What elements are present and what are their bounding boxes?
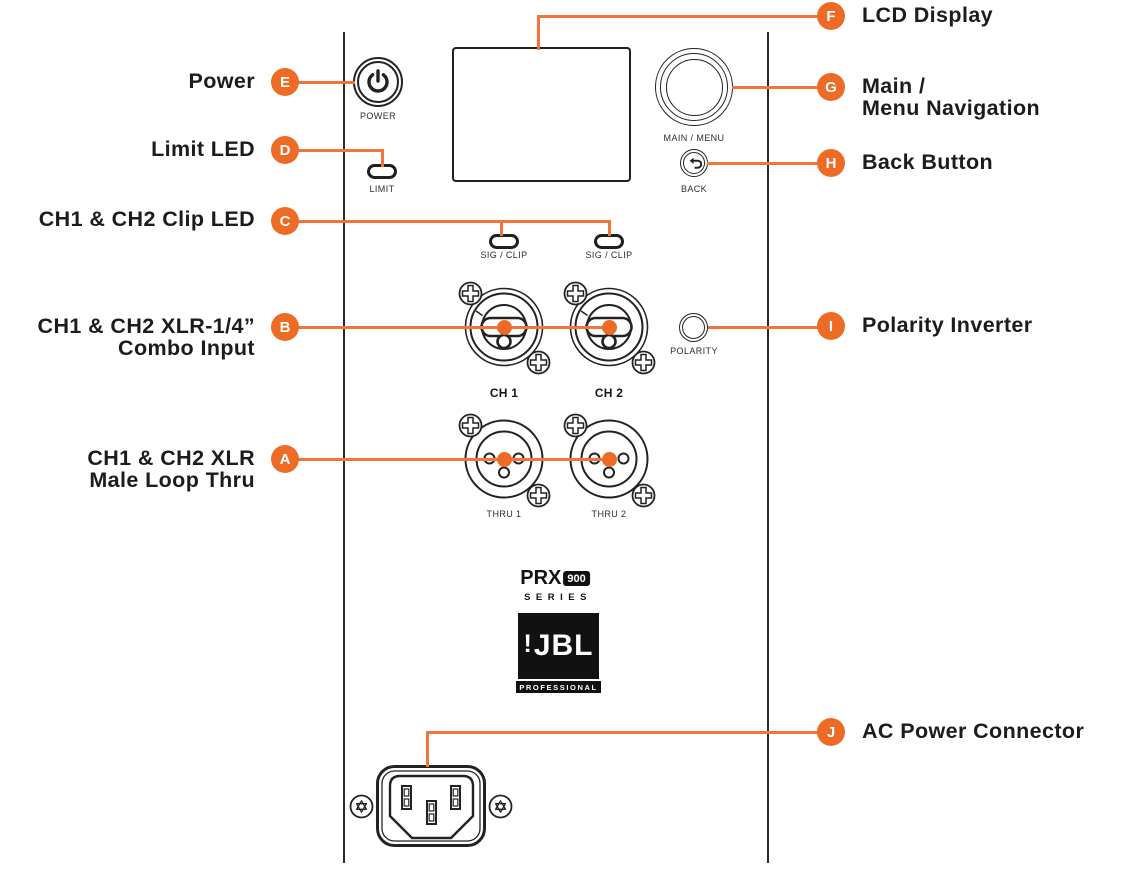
- label-main-menu-navigation: Main / Menu Navigation: [862, 74, 1041, 120]
- callout-badge-a: A: [271, 445, 299, 473]
- sig-clip-led-ch2: [594, 234, 624, 249]
- main-menu-caption: MAIN / MENU: [663, 133, 725, 143]
- callout-line-d: [298, 148, 384, 152]
- screw-icon: [526, 483, 551, 508]
- main-menu-knob: [655, 48, 733, 126]
- label-power: Power: [188, 69, 255, 93]
- polarity-caption: POLARITY: [670, 346, 718, 356]
- callout-line-b: [298, 325, 612, 329]
- combo-ch1-center-dot: [497, 320, 512, 335]
- jbl-logo: ! JBL: [518, 613, 599, 679]
- callout-line-d-drop: [380, 150, 384, 167]
- back-button: [680, 149, 708, 177]
- prx-series-text: SERIES: [524, 592, 592, 603]
- sig-clip-led-ch1: [489, 234, 519, 249]
- back-icon: [689, 157, 702, 169]
- prx900-series-logo: PRX 900 SERIES: [518, 567, 592, 603]
- label-lcd-display: LCD Display: [862, 3, 994, 27]
- callout-line-a: [298, 457, 612, 461]
- callout-badge-c: C: [271, 207, 299, 235]
- label-combo-input: CH1 & CH2 XLR-1/4” Combo Input: [37, 314, 255, 360]
- thru2-center-dot: [602, 452, 617, 467]
- callout-line-g: [732, 85, 818, 89]
- callout-badge-j: J: [817, 718, 845, 746]
- label-back-button: Back Button: [862, 150, 994, 174]
- screw-icon: [563, 281, 588, 306]
- callout-line-h: [707, 161, 818, 165]
- panel-left-edge: [343, 32, 345, 863]
- callout-badge-b: B: [271, 313, 299, 341]
- callout-badge-e: E: [271, 68, 299, 96]
- callout-line-c: [298, 219, 611, 223]
- ac-pins: [401, 785, 461, 825]
- torx-screw-icon: [349, 794, 374, 819]
- callout-badge-i: I: [817, 312, 845, 340]
- label-ac-power-connector: AC Power Connector: [862, 719, 1085, 743]
- jbl-professional-bar: PROFESSIONAL: [516, 681, 601, 693]
- power-icon: [367, 69, 389, 93]
- label-polarity-inverter: Polarity Inverter: [862, 313, 1033, 337]
- ch2-caption: CH 2: [594, 386, 624, 400]
- screw-icon: [526, 350, 551, 375]
- label-loop-thru: CH1 & CH2 XLR Male Loop Thru: [87, 446, 255, 492]
- thru2-caption: THRU 2: [591, 509, 627, 519]
- sig-clip-caption-ch1: SIG / CLIP: [480, 250, 528, 260]
- screw-icon: [631, 350, 656, 375]
- callout-badge-g: G: [817, 73, 845, 101]
- panel-right-edge: [767, 32, 769, 863]
- callout-line-f: [537, 14, 818, 18]
- screw-icon: [458, 413, 483, 438]
- sig-clip-caption-ch2: SIG / CLIP: [585, 250, 633, 260]
- ac-power-connector: [376, 765, 486, 847]
- callout-badge-d: D: [271, 136, 299, 164]
- jbl-wordmark: JBL: [533, 629, 594, 662]
- callout-line-c-drop-1: [500, 221, 503, 236]
- callout-line-j: [426, 730, 818, 734]
- combo-ch2-center-dot: [602, 320, 617, 335]
- back-caption: BACK: [680, 184, 708, 194]
- callout-badge-f: F: [817, 2, 845, 30]
- prx-model-badge: 900: [563, 571, 590, 586]
- prx-wordmark: PRX: [520, 567, 562, 589]
- callout-line-f-drop: [537, 14, 540, 50]
- callout-line-j-drop: [426, 730, 429, 767]
- power-button: [353, 57, 403, 107]
- jbl-exclamation-mark: !: [523, 629, 532, 658]
- power-caption: POWER: [359, 111, 397, 121]
- torx-screw-icon: [488, 794, 513, 819]
- screw-icon: [563, 413, 588, 438]
- thru1-center-dot: [497, 452, 512, 467]
- label-limit-led: Limit LED: [151, 137, 255, 161]
- limit-caption: LIMIT: [369, 184, 395, 194]
- callout-line-e: [298, 80, 355, 84]
- callout-badge-h: H: [817, 149, 845, 177]
- polarity-button: [679, 313, 708, 342]
- thru1-caption: THRU 1: [486, 509, 522, 519]
- ch1-caption: CH 1: [489, 386, 519, 400]
- label-clip-led: CH1 & CH2 Clip LED: [38, 207, 255, 231]
- callout-line-i: [708, 325, 818, 329]
- lcd-display: [452, 47, 631, 182]
- screw-icon: [458, 281, 483, 306]
- callout-line-c-drop-2: [608, 221, 611, 236]
- screw-icon: [631, 483, 656, 508]
